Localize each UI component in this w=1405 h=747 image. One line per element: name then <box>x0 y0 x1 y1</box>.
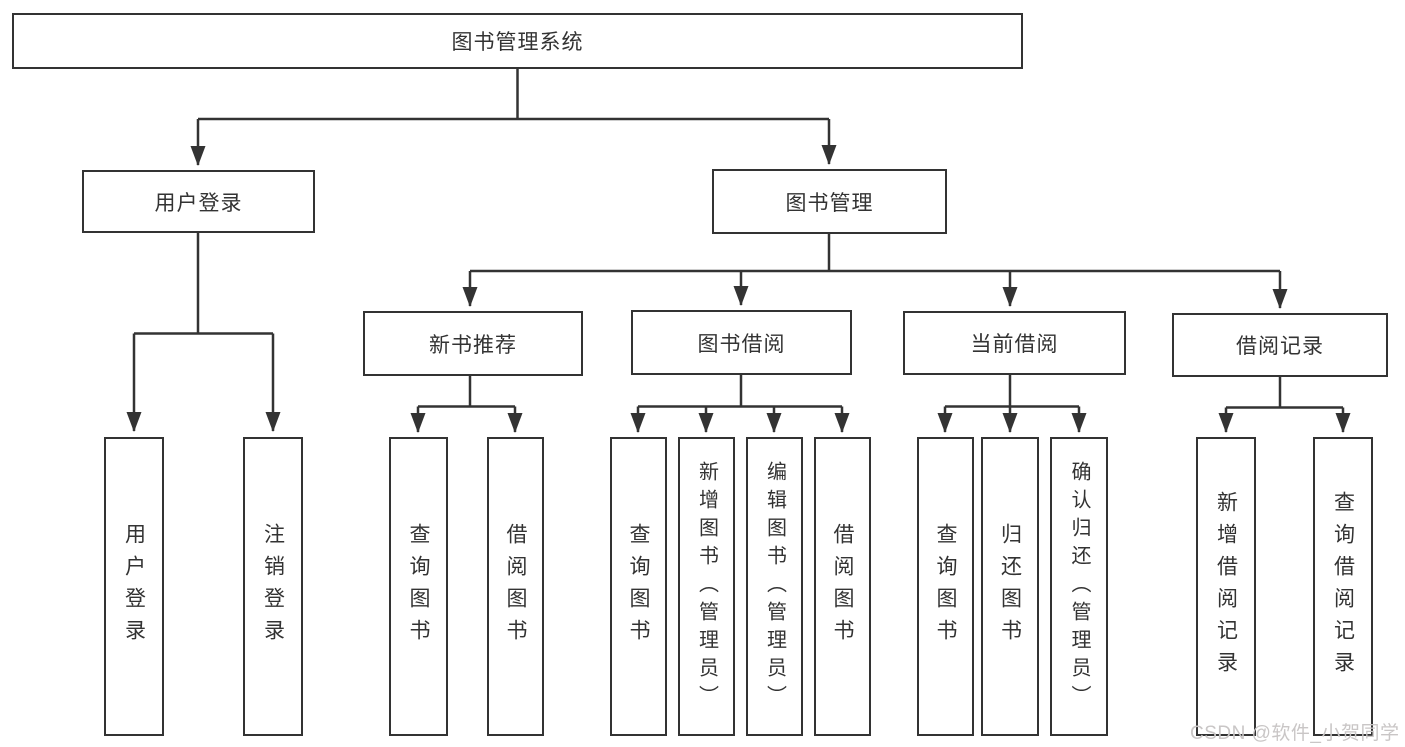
node-label: 用户登录 <box>154 191 243 215</box>
edge-book-management-branch <box>470 234 1280 273</box>
node-label: 图书管理 <box>785 191 874 215</box>
node-label: 查询图书 <box>627 522 651 651</box>
node-book-management: 图书管理 <box>712 169 947 234</box>
node-label: 查询图书 <box>934 522 958 651</box>
node-label: 新书推荐 <box>429 333 517 357</box>
node-user-login: 用户登录 <box>82 170 315 233</box>
edge-root-stem <box>198 69 829 121</box>
node-label: 编辑图书（管理员） <box>763 460 786 713</box>
edge-current-borrow-branch <box>945 375 1079 408</box>
leaf-edit-books-admin: 编辑图书（管理员） <box>746 437 803 736</box>
edge-user-login-branch <box>134 233 273 335</box>
leaf-logout: 注销登录 <box>243 437 303 736</box>
edge-new-book-branch <box>418 376 515 408</box>
node-label: 查询图书 <box>407 522 431 651</box>
node-label: 新增图书（管理员） <box>695 460 718 713</box>
edge-borrow-records-branch <box>1226 377 1343 409</box>
node-label: 确认归还（管理员） <box>1068 460 1090 713</box>
node-label: 当前借阅 <box>970 333 1059 356</box>
leaf-add-books-admin: 新增图书（管理员） <box>678 437 735 736</box>
node-label: 新增借阅记录 <box>1214 490 1238 683</box>
node-label: 借阅图书 <box>831 522 855 651</box>
node-current-borrow: 当前借阅 <box>903 311 1126 375</box>
node-label: 图书借阅 <box>697 332 786 356</box>
node-label: 用户登录 <box>122 522 146 651</box>
leaf-borrow-books: 借阅图书 <box>814 437 871 736</box>
leaf-query-borrow-record: 查询借阅记录 <box>1313 437 1373 736</box>
node-new-book-recommend: 新书推荐 <box>363 311 583 376</box>
leaf-borrow-query-books: 查询图书 <box>610 437 667 736</box>
node-borrow-records: 借阅记录 <box>1172 313 1388 377</box>
leaf-current-query-books: 查询图书 <box>917 437 974 736</box>
edge-book-borrow-branch <box>638 375 842 408</box>
node-label: 借阅图书 <box>504 522 528 651</box>
csdn-watermark: CSDN @软件_小贺同学 <box>1190 723 1400 744</box>
leaf-return-books: 归还图书 <box>981 437 1039 736</box>
node-book-borrow: 图书借阅 <box>631 310 852 375</box>
node-label: 注销登录 <box>261 522 285 651</box>
node-label: 图书管理系统 <box>451 31 584 54</box>
node-root-library-system: 图书管理系统 <box>12 13 1023 69</box>
leaf-add-borrow-record: 新增借阅记录 <box>1196 437 1256 736</box>
leaf-recommend-borrow-books: 借阅图书 <box>487 437 544 736</box>
leaf-user-login: 用户登录 <box>104 437 164 736</box>
node-label: 归还图书 <box>998 522 1022 651</box>
leaf-confirm-return-admin: 确认归还（管理员） <box>1050 437 1108 736</box>
node-label: 借阅记录 <box>1236 335 1324 358</box>
leaf-recommend-query-books: 查询图书 <box>389 437 448 736</box>
node-label: 查询借阅记录 <box>1331 490 1355 683</box>
